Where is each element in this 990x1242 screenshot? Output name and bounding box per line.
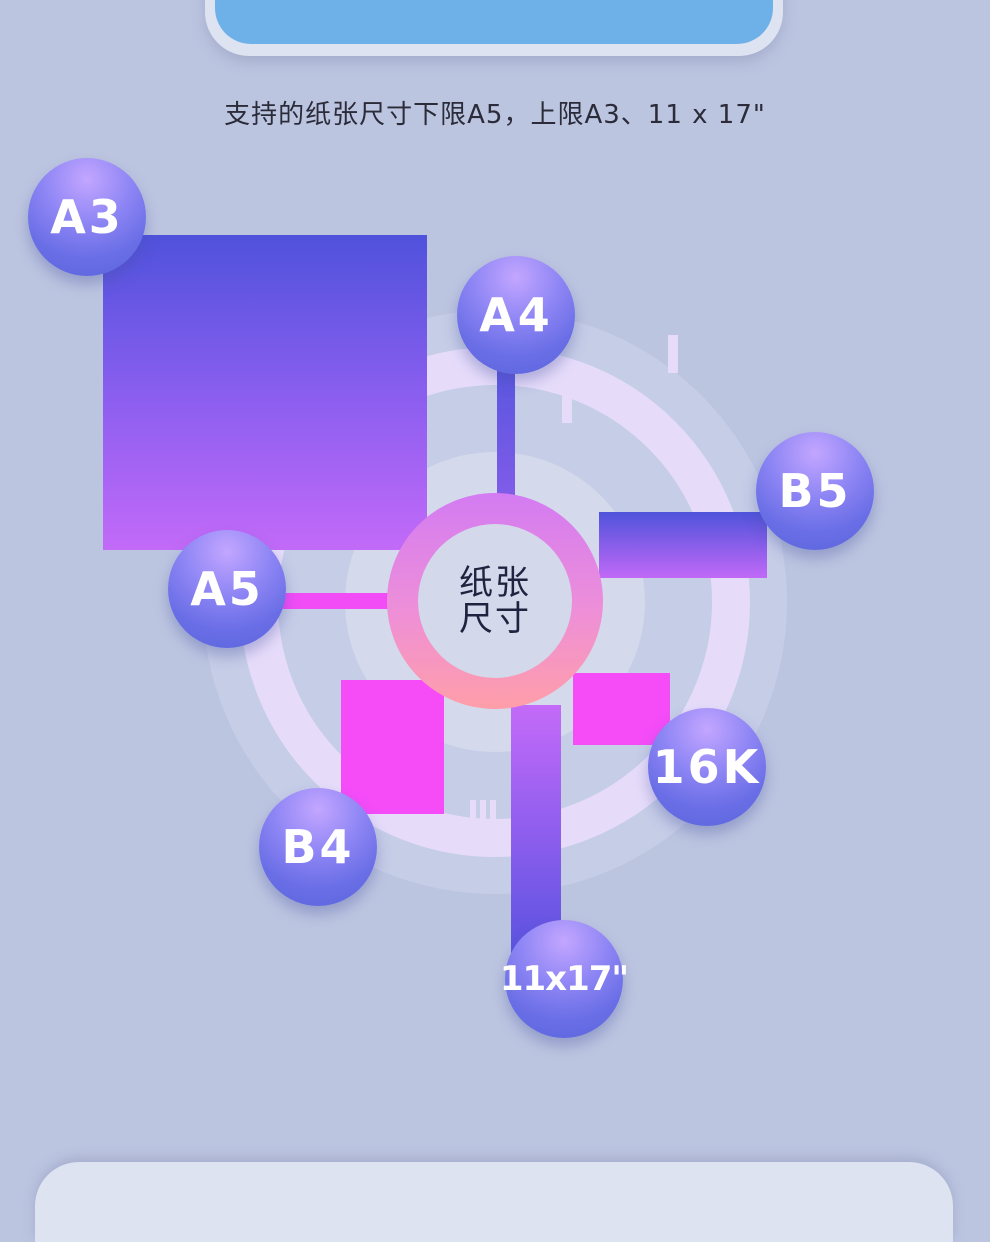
paper-rect-a3 xyxy=(103,235,427,550)
bottom-card xyxy=(35,1162,953,1242)
paper-rect-11x17 xyxy=(511,705,561,955)
size-bubble-11x17: 11x17" xyxy=(500,920,629,1038)
center-label: 纸张 尺寸 xyxy=(418,524,572,678)
ring-tick xyxy=(470,800,476,840)
paper-link-a4 xyxy=(497,368,515,496)
center-ring: 纸张 尺寸 xyxy=(387,493,603,709)
size-bubble-b4: B4 xyxy=(259,788,377,906)
top-card-panel xyxy=(215,0,773,44)
paper-rect-16k xyxy=(573,673,670,745)
size-bubble-a3: A3 xyxy=(28,158,146,276)
ring-tick xyxy=(668,335,678,373)
paper-rect-b4 xyxy=(341,680,444,814)
paper-link-a5 xyxy=(282,593,392,609)
ring-tick xyxy=(562,395,572,423)
size-bubble-a4: A4 xyxy=(457,256,575,374)
top-card xyxy=(205,0,783,56)
ring-tick xyxy=(480,800,486,840)
size-bubble-16k: 16K xyxy=(648,708,766,826)
size-bubble-b5: B5 xyxy=(756,432,874,550)
paper-rect-b5 xyxy=(599,512,767,578)
center-label-line2: 尺寸 xyxy=(459,599,531,639)
supported-sizes-caption: 支持的纸张尺寸下限A5，上限A3、11 x 17" xyxy=(224,100,766,130)
size-bubble-a5: A5 xyxy=(168,530,286,648)
center-label-line1: 纸张 xyxy=(459,563,531,603)
ring-tick xyxy=(490,800,496,840)
